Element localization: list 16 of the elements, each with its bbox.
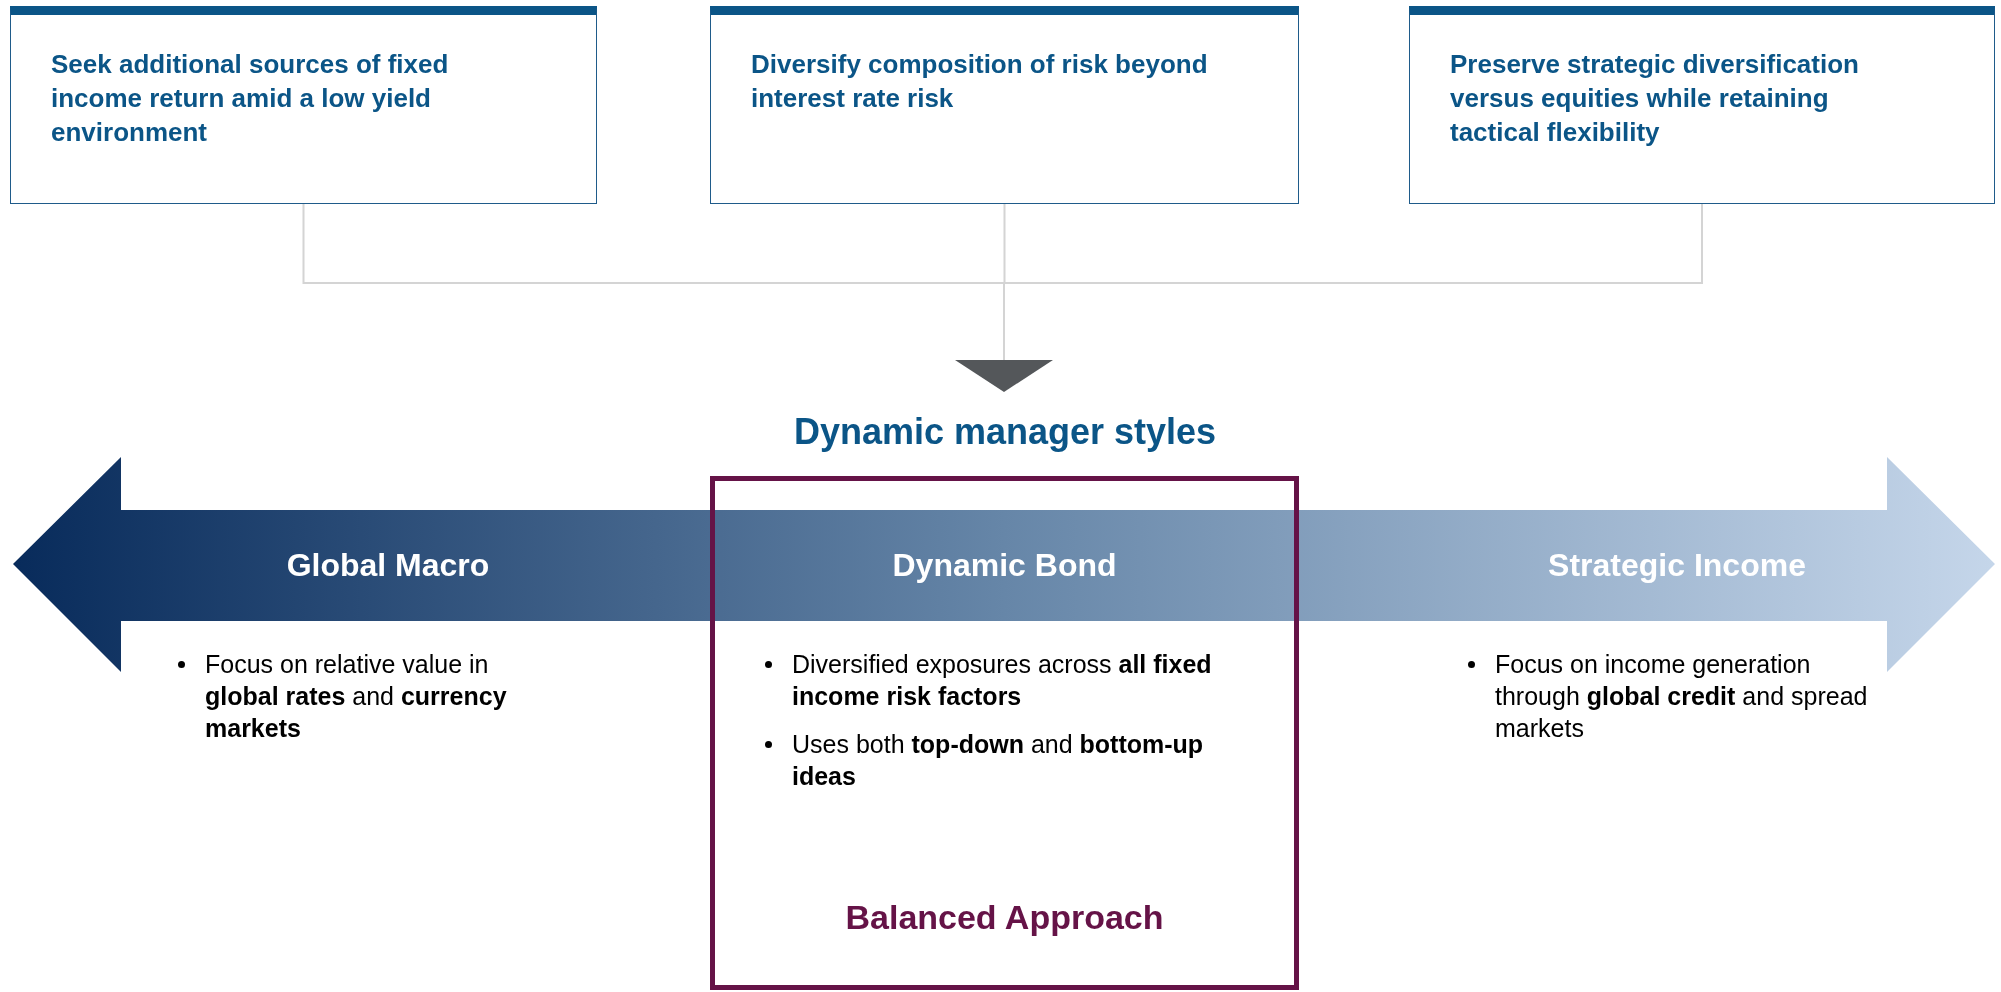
goal-box xyxy=(10,6,597,204)
goal-box xyxy=(710,6,1299,204)
bullet-text: Focus on income generation through global credit and spread markets xyxy=(1495,649,1869,744)
bullet-text: Uses both top-down and bottom-up ideas xyxy=(792,729,1205,792)
bullet-text: Focus on relative value in global rates and currency markets xyxy=(205,649,508,744)
style-label: Global Macro xyxy=(286,546,490,585)
goal-text: Seek additional sources of fixed income return amid a low yield environment xyxy=(51,48,450,149)
goal-text: Preserve strategic diversification versus equities while retaining tactical flexibility xyxy=(1450,48,1860,149)
section-heading: Dynamic manager styles xyxy=(792,410,1218,454)
highlight-frame xyxy=(710,476,1299,990)
style-label: Dynamic Bond xyxy=(891,546,1118,585)
goal-box xyxy=(1409,6,1995,204)
style-label: Strategic Income xyxy=(1548,546,1806,585)
goal-text: Diversify composition of risk beyond interest rate risk xyxy=(751,48,1209,115)
bullet-text: Diversified exposures across all fixed income risk factors xyxy=(792,649,1213,712)
frame-title: Balanced Approach xyxy=(844,897,1165,938)
